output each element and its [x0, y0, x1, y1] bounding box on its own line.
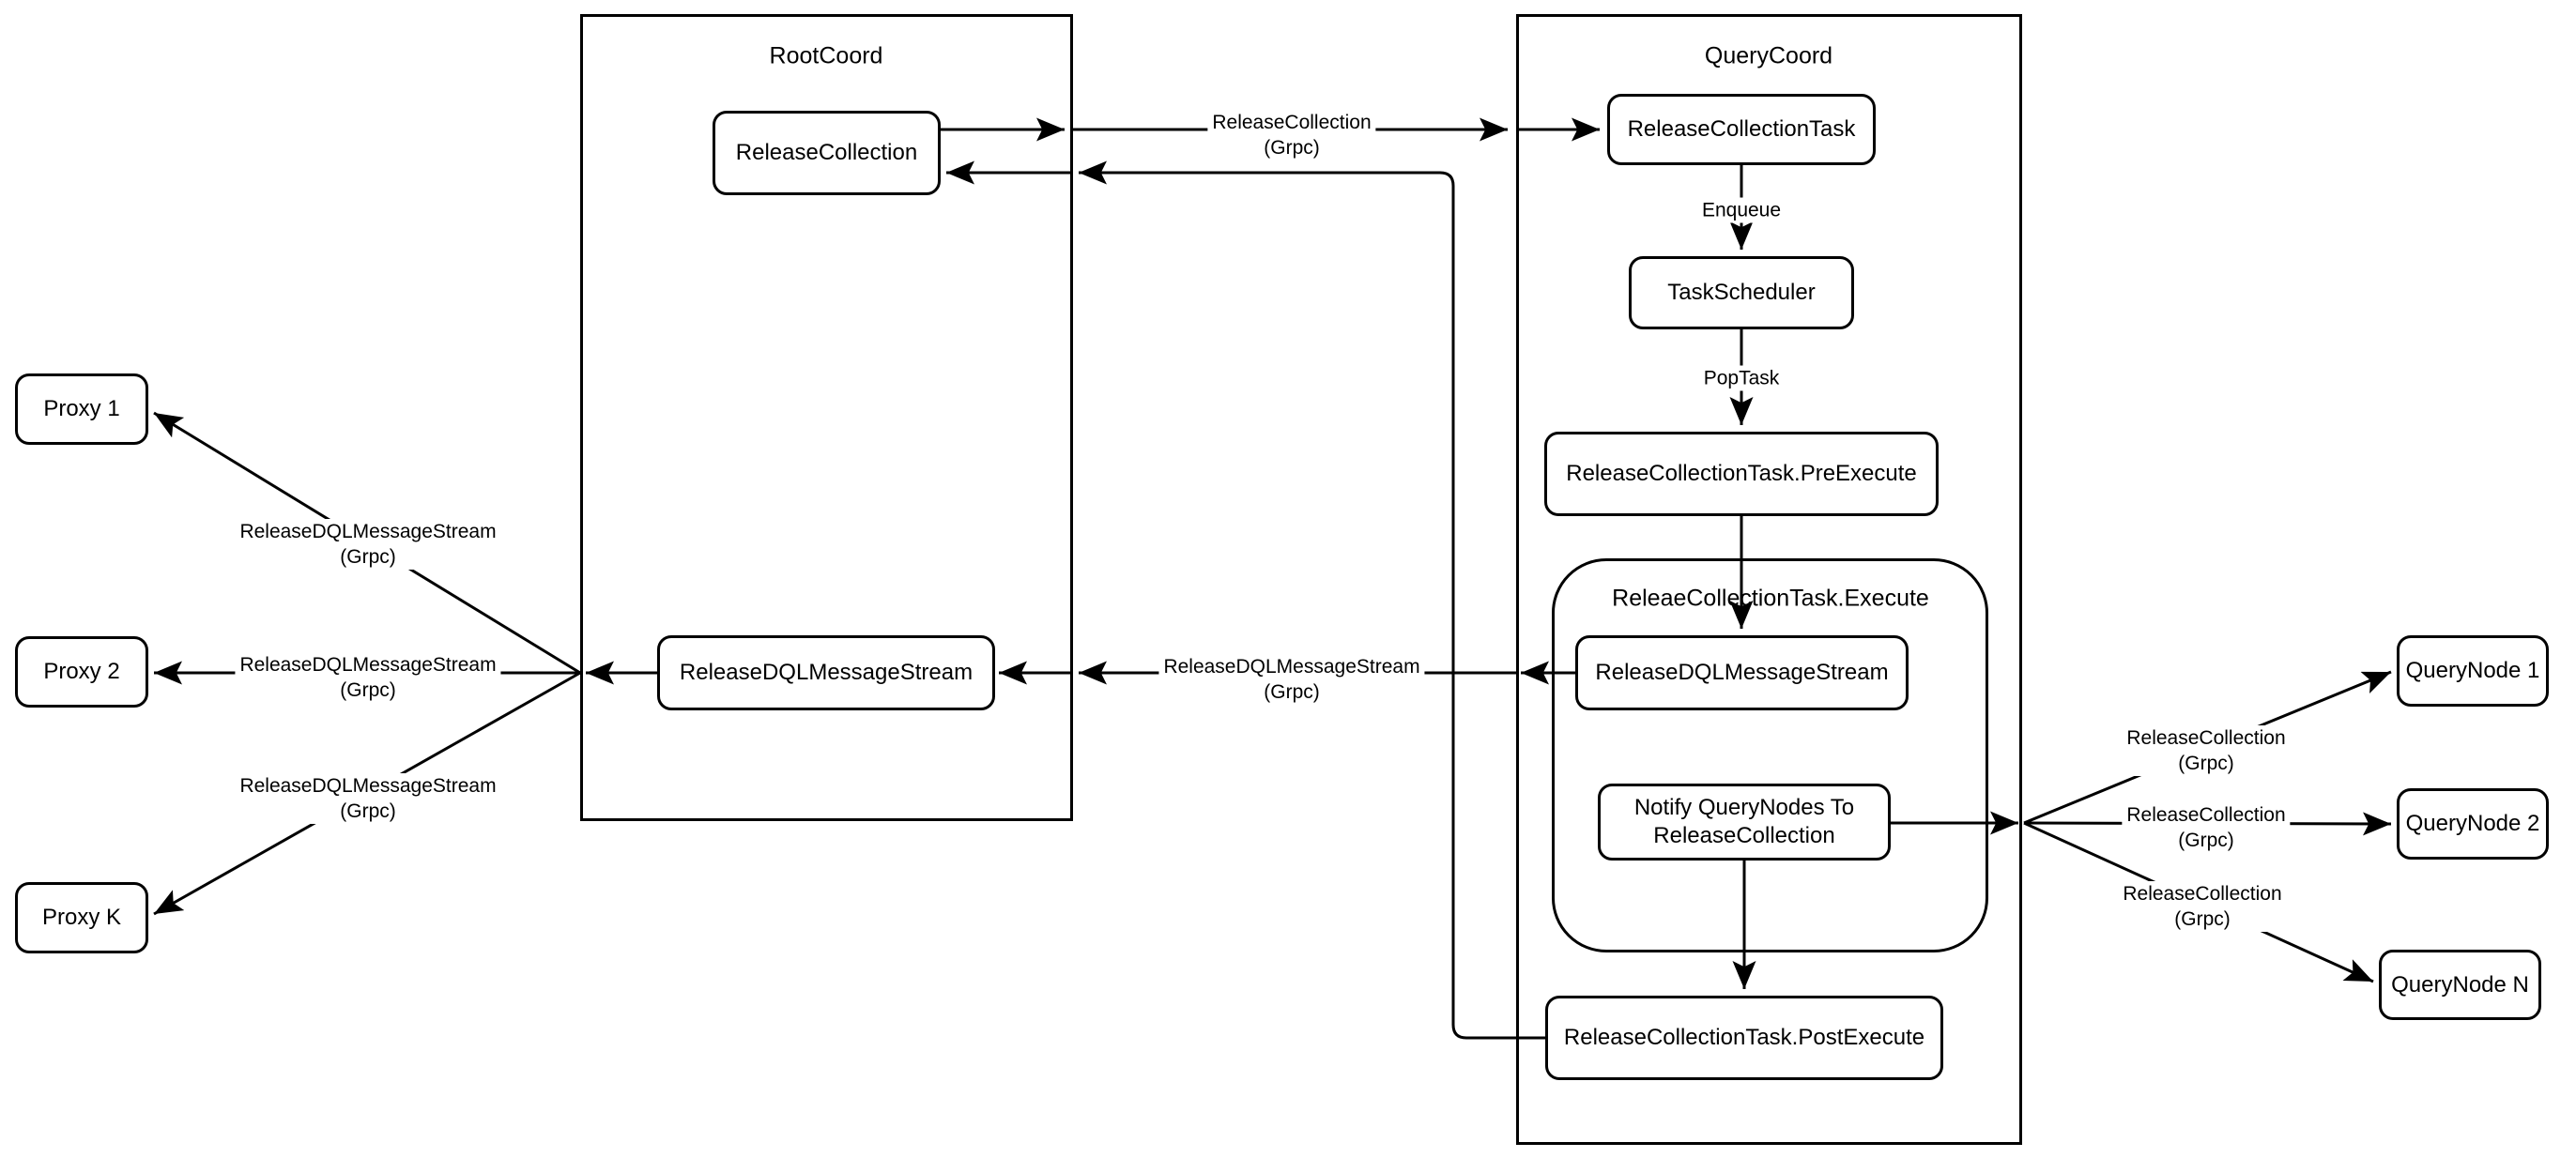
- edge-label-line1: PopTask: [1703, 367, 1780, 389]
- node-notify-querynodes: Notify QueryNodes To ReleaseCollection: [1598, 784, 1891, 861]
- edge-label-line2: (Grpc): [340, 800, 396, 822]
- edge-label-line1: ReleaseCollection: [1212, 112, 1372, 133]
- node-task-scheduler: TaskScheduler: [1629, 256, 1854, 329]
- node-proxy2: Proxy 2: [15, 636, 148, 708]
- edge-label-line2: (Grpc): [2174, 908, 2231, 930]
- edge-label-line1: ReleaseDQLMessageStream: [239, 775, 497, 797]
- querycoord-container: [1516, 14, 2022, 1145]
- edge-label-line1: ReleaseCollection: [2126, 727, 2286, 749]
- execute-group-title: ReleaeCollectionTask.Execute: [1612, 585, 1929, 612]
- edge-label-line1: ReleaseCollection: [2126, 804, 2286, 826]
- querycoord-title: QueryCoord: [1704, 42, 1833, 69]
- node-proxyk: Proxy K: [15, 882, 148, 953]
- edge-label-line1: ReleaseDQLMessageStream: [239, 654, 497, 676]
- node-proxy1: Proxy 1: [15, 373, 148, 445]
- execute-group-container: [1552, 558, 1988, 952]
- edge-label-dql-proxyk: ReleaseDQLMessageStream (Grpc): [235, 773, 501, 824]
- edge-label-releasecollection-grpc: ReleaseCollection (Grpc): [1207, 110, 1376, 160]
- node-querynoden: QueryNode N: [2379, 950, 2541, 1020]
- edge-label-line2: (Grpc): [2178, 753, 2234, 774]
- edge-postexecute-return: [1079, 160, 1545, 1040]
- edge-label-poptask: PopTask: [1698, 365, 1785, 391]
- node-querynode2: QueryNode 2: [2397, 788, 2549, 860]
- node-pre-execute: ReleaseCollectionTask.PreExecute: [1544, 432, 1939, 516]
- edge-label-rc-querynode1: ReleaseCollection (Grpc): [2122, 725, 2291, 776]
- edge-label-dql-mid: ReleaseDQLMessageStream (Grpc): [1158, 654, 1425, 705]
- edge-label-enqueue: Enqueue: [1696, 197, 1786, 223]
- edge-label-line2: (Grpc): [2178, 830, 2234, 851]
- edge-label-rc-querynoden: ReleaseCollection (Grpc): [2118, 881, 2287, 932]
- edge-label-line2: (Grpc): [340, 679, 396, 701]
- node-root-dql-stream: ReleaseDQLMessageStream: [657, 635, 995, 710]
- node-exec-dql-stream: ReleaseDQLMessageStream: [1575, 635, 1909, 710]
- edge-label-line1: Enqueue: [1701, 199, 1782, 221]
- edge-label-line2: (Grpc): [1264, 681, 1320, 703]
- edge-label-line1: ReleaseDQLMessageStream: [239, 521, 497, 542]
- node-release-collection: ReleaseCollection: [713, 111, 941, 195]
- edge-label-line2: (Grpc): [1264, 137, 1320, 159]
- edge-label-dql-proxy2: ReleaseDQLMessageStream (Grpc): [235, 652, 501, 703]
- node-querynode1: QueryNode 1: [2397, 635, 2549, 707]
- edge-label-line1: ReleaseDQLMessageStream: [1163, 656, 1420, 678]
- rootcoord-title: RootCoord: [769, 42, 883, 69]
- edge-label-line2: (Grpc): [340, 546, 396, 568]
- rootcoord-container: [580, 14, 1073, 821]
- node-release-collection-task: ReleaseCollectionTask: [1607, 94, 1876, 165]
- edge-label-dql-proxy1: ReleaseDQLMessageStream (Grpc): [235, 519, 501, 570]
- edge-label-rc-querynode2: ReleaseCollection (Grpc): [2122, 802, 2291, 853]
- edge-label-line1: ReleaseCollection: [2123, 883, 2282, 905]
- node-post-execute: ReleaseCollectionTask.PostExecute: [1545, 996, 1943, 1080]
